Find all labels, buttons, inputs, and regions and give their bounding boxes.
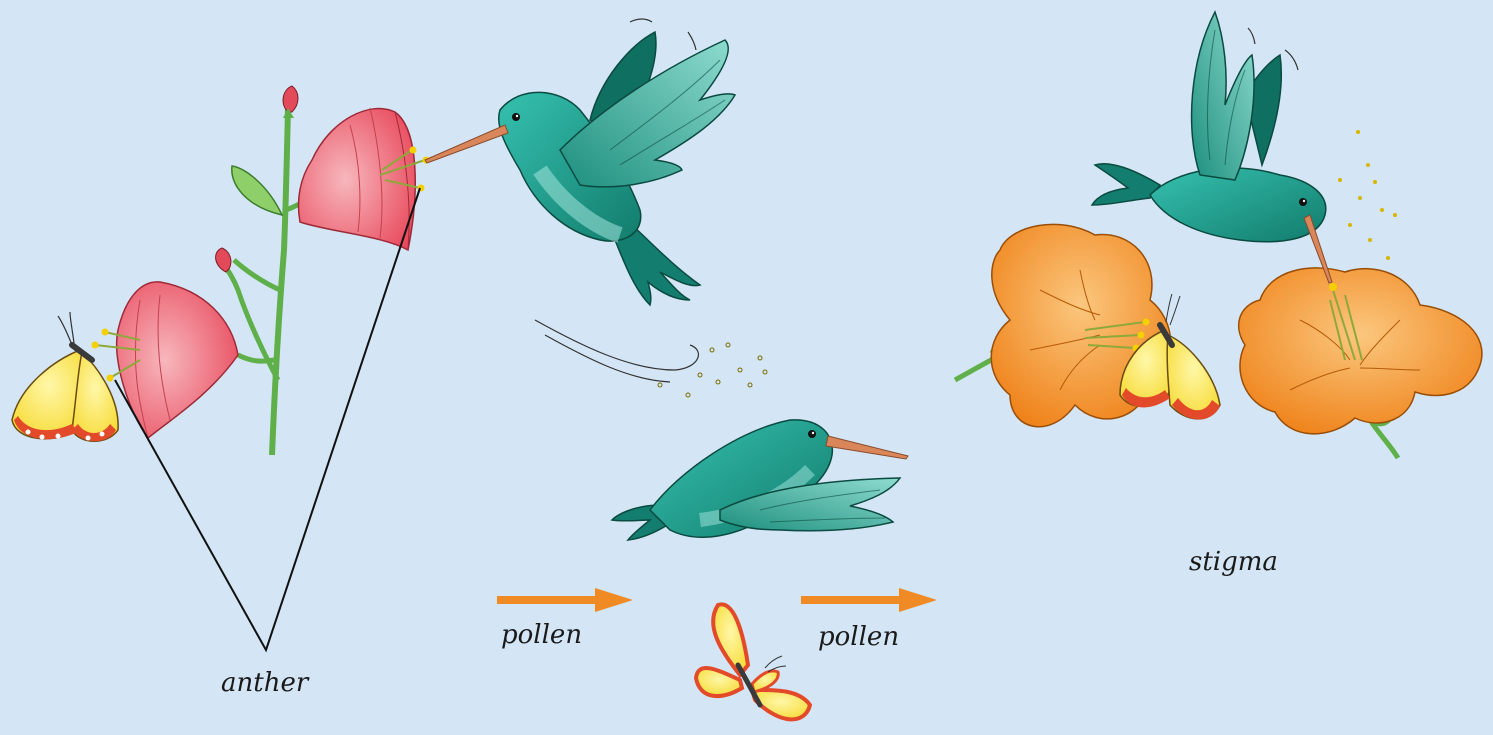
label-anther: anther [221, 668, 308, 698]
orange-flower-right [1239, 268, 1482, 458]
label-stigma: stigma [1189, 547, 1278, 577]
hummingbird-flying [612, 420, 908, 540]
flower-bud [216, 248, 231, 272]
leaf [232, 166, 282, 215]
plant-stem [272, 108, 288, 455]
label-pollen-second: pollen [818, 622, 899, 652]
label-pollen-first: pollen [501, 620, 582, 650]
butterfly-flying [696, 604, 810, 719]
pink-flower-plant [92, 86, 430, 455]
arrow-2 [801, 588, 937, 612]
pollen-specks [1338, 130, 1397, 260]
arrow-1 [497, 588, 633, 612]
flower-bud [283, 86, 298, 112]
pollen-drift [535, 320, 767, 397]
hummingbird-feeding-top [425, 19, 735, 305]
upper-pink-flower [299, 108, 430, 250]
